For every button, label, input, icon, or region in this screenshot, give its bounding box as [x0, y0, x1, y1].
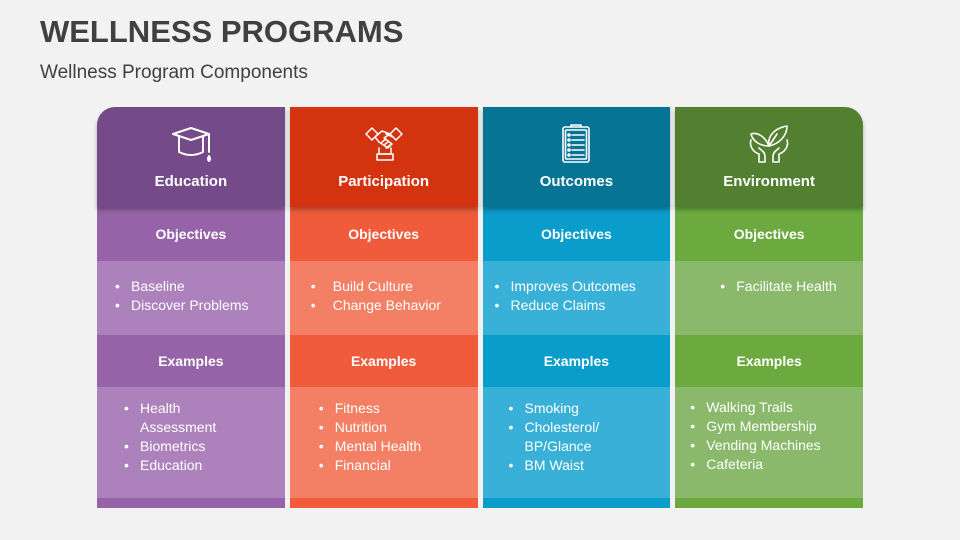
list-item: BM Waist [509, 456, 614, 475]
column-header-environment: Environment [675, 107, 863, 207]
list-item: Change Behavior [311, 296, 478, 315]
slide-title: WELLNESS PROGRAMS [40, 14, 404, 49]
list-item: Baseline [115, 277, 285, 296]
list-item: Cholesterol/ BP/Glance [509, 418, 614, 456]
column-title: Education [154, 173, 228, 190]
column-header-outcomes: Outcomes [482, 107, 671, 207]
graduation-cap-icon [168, 121, 214, 167]
objectives-label: Objectives [289, 207, 478, 261]
examples-box: Walking Trails Gym Membership Vending Ma… [675, 387, 863, 498]
examples-list: Fitness Nutrition Mental Health Financia… [319, 399, 478, 475]
objectives-label: Objectives [482, 207, 671, 261]
objectives-list: Baseline Discover Problems [115, 277, 285, 315]
objectives-list: Facilitate Health [720, 277, 840, 296]
list-item: Improves Outcomes [495, 277, 671, 296]
column-title: Outcomes [539, 173, 614, 190]
column-participation: Participation Objectives Build Culture C… [289, 107, 478, 508]
list-item: Reduce Claims [495, 296, 671, 315]
examples-list: Walking Trails Gym Membership Vending Ma… [690, 398, 863, 474]
column-footer [675, 498, 863, 508]
objectives-box: Baseline Discover Problems [97, 261, 285, 335]
slide-subtitle: Wellness Program Components [40, 62, 308, 83]
column-header-education: Education [97, 107, 285, 207]
list-item: Education [124, 456, 234, 475]
list-item: Mental Health [319, 437, 478, 456]
column-title: Participation [338, 173, 430, 190]
list-item: Nutrition [319, 418, 478, 437]
list-item: Fitness [319, 399, 478, 418]
objectives-list: Improves Outcomes Reduce Claims [495, 277, 671, 315]
column-outcomes: Outcomes Objectives Improves Outcomes Re… [482, 107, 671, 508]
handshake-icon [361, 121, 407, 167]
column-environment: Environment Objectives Facilitate Health… [675, 107, 863, 508]
list-item: Biometrics [124, 437, 234, 456]
examples-label: Examples [675, 335, 863, 387]
objectives-label: Objectives [97, 207, 285, 261]
column-footer [482, 498, 671, 508]
list-item: Discover Problems [115, 296, 285, 315]
examples-label: Examples [482, 335, 671, 387]
column-title: Environment [723, 173, 815, 190]
objectives-label: Objectives [675, 207, 863, 261]
examples-list: Health Assessment Biometrics Education [124, 399, 234, 475]
list-item: Vending Machines [690, 436, 863, 455]
objectives-box: Build Culture Change Behavior [289, 261, 478, 335]
examples-list: Smoking Cholesterol/ BP/Glance BM Waist [509, 399, 614, 475]
clipboard-checklist-icon [553, 121, 599, 167]
list-item: Facilitate Health [720, 277, 840, 296]
list-item: Walking Trails [690, 398, 863, 417]
objectives-box: Improves Outcomes Reduce Claims [482, 261, 671, 335]
examples-box: Smoking Cholesterol/ BP/Glance BM Waist [482, 387, 671, 498]
list-item: Build Culture [311, 277, 478, 296]
examples-label: Examples [289, 335, 478, 387]
column-education: Education Objectives Baseline Discover P… [97, 107, 285, 508]
objectives-list: Build Culture Change Behavior [311, 277, 478, 315]
column-footer [289, 498, 478, 508]
list-item: Health Assessment [124, 399, 234, 437]
components-board: Education Objectives Baseline Discover P… [97, 107, 863, 508]
list-item: Gym Membership [690, 417, 863, 436]
list-item: Cafeteria [690, 455, 863, 474]
examples-box: Fitness Nutrition Mental Health Financia… [289, 387, 478, 498]
hands-holding-plant-icon [746, 121, 792, 167]
examples-box: Health Assessment Biometrics Education [97, 387, 285, 498]
list-item: Financial [319, 456, 478, 475]
column-header-participation: Participation [289, 107, 478, 207]
objectives-box: Facilitate Health [675, 261, 863, 335]
list-item: Smoking [509, 399, 614, 418]
examples-label: Examples [97, 335, 285, 387]
column-footer [97, 498, 285, 508]
